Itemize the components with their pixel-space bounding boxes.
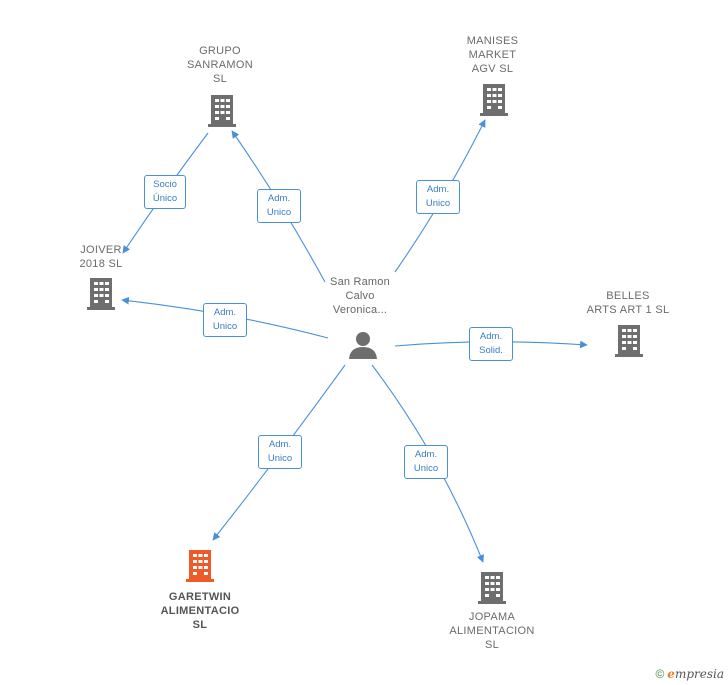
node-label-jopama-alimentacion[interactable]: JOPAMA ALIMENTACION SL — [449, 611, 535, 651]
building-icon-jopama[interactable] — [476, 570, 508, 606]
building-icon-belles[interactable] — [613, 323, 645, 359]
node-label-person[interactable]: San Ramon Calvo Veronica... — [330, 276, 390, 316]
edge-label-joiver: Adm. Unico — [203, 303, 247, 337]
edge-label-socio-unico: Socio Único — [144, 175, 186, 209]
node-label-manises-market[interactable]: MANISES MARKET AGV SL — [466, 35, 519, 75]
building-icon-joiver[interactable] — [85, 276, 117, 312]
brand-logo[interactable]: empresia — [667, 667, 724, 681]
node-label-grupo-sanramon[interactable]: GRUPO SANRAMON SL — [187, 45, 253, 85]
edge-label-manises: Adm. Unico — [416, 180, 460, 214]
footer-brand: © empresia — [655, 667, 724, 681]
node-label-garetwin-alimentacio[interactable]: GARETWIN ALIMENTACIO SL — [160, 591, 240, 631]
edge-label-grupo: Adm. Unico — [257, 189, 301, 223]
node-label-belles-arts[interactable]: BELLES ARTS ART 1 SL — [586, 290, 670, 316]
building-icon-garetwin-focus[interactable] — [184, 548, 216, 584]
edge-label-jopama: Adm. Unico — [404, 445, 448, 479]
brand-initial: e — [667, 667, 675, 681]
node-label-joiver[interactable]: JOIVER 2018 SL — [79, 244, 123, 270]
building-icon-grupo[interactable] — [206, 93, 238, 129]
person-icon[interactable] — [347, 330, 379, 360]
building-icon-manises[interactable] — [478, 82, 510, 118]
brand-name: mpresia — [674, 667, 724, 681]
copyright-symbol: © — [655, 667, 665, 681]
edge-label-belles: Adm. Solid. — [469, 327, 513, 361]
edge-label-garetwin: Adm. Unico — [258, 435, 302, 469]
